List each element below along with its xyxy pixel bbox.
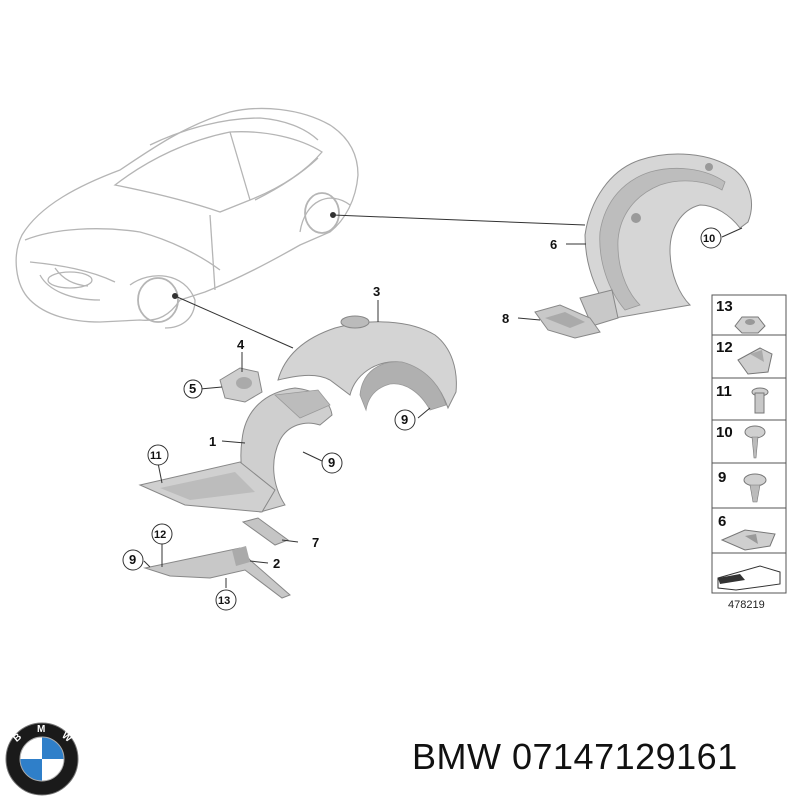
svg-text:10: 10	[703, 233, 715, 245]
svg-text:12: 12	[716, 339, 733, 356]
leader-lines	[143, 212, 743, 588]
callout-9-front-lower: 9	[321, 452, 343, 474]
bmw-logo: B M W	[5, 722, 79, 796]
part-5-bracket	[219, 367, 263, 403]
svg-text:1: 1	[209, 434, 216, 449]
svg-text:9: 9	[328, 455, 335, 470]
svg-text:9: 9	[129, 552, 136, 567]
legend-row-9: 9	[718, 469, 767, 503]
svg-text:11: 11	[150, 450, 162, 462]
callout-9-front-upper: 9	[394, 409, 416, 431]
car-outline	[15, 107, 359, 329]
part-7-strip	[241, 517, 290, 546]
legend-row-shim	[717, 565, 781, 591]
clip-icon	[720, 529, 776, 551]
screw-icon	[744, 425, 766, 439]
callout-8: 8	[502, 311, 509, 326]
svg-text:10: 10	[716, 424, 733, 441]
svg-text:5: 5	[189, 381, 196, 396]
callout-10: 10	[700, 227, 722, 249]
svg-text:3: 3	[373, 284, 380, 299]
callout-11: 11	[147, 444, 169, 466]
svg-text:7: 7	[312, 535, 319, 550]
part-3-front-upper-liner	[277, 315, 457, 412]
part-11-underbody-panel	[138, 461, 276, 513]
legend-row-13: 13	[716, 298, 766, 334]
callout-1: 1	[209, 434, 216, 449]
svg-text:8: 8	[502, 311, 509, 326]
part-6-rear-wheel-arch-liner	[579, 153, 752, 327]
svg-text:13: 13	[218, 595, 230, 607]
svg-text:9: 9	[718, 469, 726, 486]
callout-3: 3	[373, 284, 380, 299]
plastic-screw-icon	[743, 473, 767, 487]
svg-text:12: 12	[154, 529, 166, 541]
part-number-title: BMW 07147129161	[412, 736, 738, 777]
part-8-bracket	[534, 304, 601, 339]
part-2-lower-cover	[143, 546, 291, 599]
svg-text:2: 2	[273, 556, 280, 571]
spring-nut-icon	[737, 347, 773, 375]
legend-row-10: 10	[716, 424, 766, 459]
svg-text:M: M	[37, 724, 45, 735]
legend-row-6: 6	[718, 513, 776, 551]
callout-12: 12	[151, 523, 173, 545]
legend-row-12: 12	[716, 339, 773, 375]
legend-row-11: 11	[716, 383, 769, 414]
callout-4: 4	[237, 337, 245, 352]
svg-text:6: 6	[718, 513, 726, 530]
fastener-legend: 13 12 11 10 9 6	[711, 294, 787, 594]
shim-wedge-icon	[717, 565, 781, 591]
callout-7: 7	[312, 535, 319, 550]
svg-text:11: 11	[716, 383, 732, 400]
svg-text:4: 4	[237, 337, 245, 352]
svg-text:13: 13	[716, 298, 733, 315]
callout-9-lower-cover: 9	[122, 549, 144, 571]
callout-2: 2	[273, 556, 280, 571]
svg-text:9: 9	[401, 412, 408, 427]
svg-text:6: 6	[550, 237, 557, 252]
drawing-number: 478219	[728, 599, 765, 611]
callout-6: 6	[550, 237, 557, 252]
callout-5: 5	[183, 379, 203, 399]
callout-13: 13	[215, 589, 237, 611]
